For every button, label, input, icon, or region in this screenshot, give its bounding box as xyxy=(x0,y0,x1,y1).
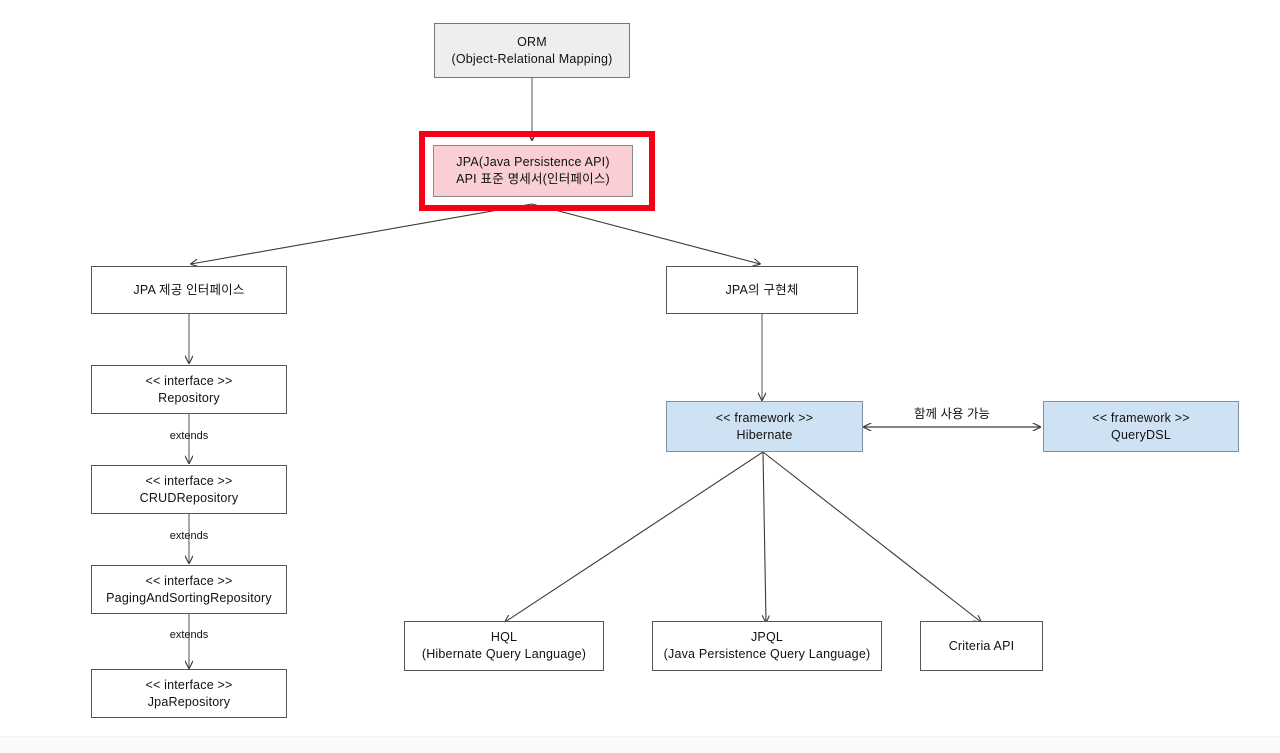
node-criteria-api-label: Criteria API xyxy=(948,638,1015,653)
node-querydsl-name: QueryDSL xyxy=(1111,427,1171,442)
edge-jpa-to-impl xyxy=(531,203,760,264)
edge-jpa-to-interfaces xyxy=(191,203,533,264)
node-jpa-implementation[interactable]: JPA의 구현체 xyxy=(666,266,858,314)
edge-label-hibernate-querydsl: 함께 사용 가능 xyxy=(914,407,990,421)
node-jpa-implementation-label: JPA의 구현체 xyxy=(725,282,799,297)
node-hibernate-name: Hibernate xyxy=(736,427,793,442)
edge-hibernate-to-hql xyxy=(505,451,764,622)
node-hql[interactable]: HQL (Hibernate Query Language) xyxy=(404,621,604,671)
node-repository-stereotype: << interface >> xyxy=(145,373,233,388)
node-hibernate-stereotype: << framework >> xyxy=(715,410,814,425)
node-paging-and-sorting-repository[interactable]: << interface >> PagingAndSortingReposito… xyxy=(91,565,287,614)
node-jpa-repository[interactable]: << interface >> JpaRepository xyxy=(91,669,287,718)
node-paging-and-sorting-repository-name: PagingAndSortingRepository xyxy=(106,590,272,605)
node-orm-line2: (Object-Relational Mapping) xyxy=(451,51,613,66)
jpa-highlight-rectangle xyxy=(419,131,655,211)
node-jpa-provided-interfaces-label: JPA 제공 인터페이스 xyxy=(133,282,245,297)
node-jpa-line1: JPA(Java Persistence API) xyxy=(456,155,610,169)
node-jpa-line2: API 표준 명세서(인터페이스) xyxy=(456,172,610,186)
node-jpql-subtitle: (Java Persistence Query Language) xyxy=(663,647,871,661)
node-jpql-title: JPQL xyxy=(750,630,784,644)
edge-label-extends-1: extends xyxy=(169,430,209,442)
node-repository-name: Repository xyxy=(158,390,220,405)
node-crud-repository[interactable]: << interface >> CRUDRepository xyxy=(91,465,287,514)
node-jpa[interactable]: JPA(Java Persistence API) API 표준 명세서(인터페… xyxy=(433,145,633,197)
node-crud-repository-stereotype: << interface >> xyxy=(145,473,233,488)
node-querydsl[interactable]: << framework >> QueryDSL xyxy=(1043,401,1239,452)
node-criteria-api[interactable]: Criteria API xyxy=(920,621,1043,671)
node-jpa-repository-name: JpaRepository xyxy=(147,694,231,709)
node-querydsl-stereotype: << framework >> xyxy=(1092,410,1190,425)
node-hql-subtitle: (Hibernate Query Language) xyxy=(421,647,587,661)
node-repository[interactable]: << interface >> Repository xyxy=(91,365,287,414)
edge-label-extends-2: extends xyxy=(169,530,209,542)
node-jpql[interactable]: JPQL (Java Persistence Query Language) xyxy=(652,621,882,671)
node-hibernate[interactable]: << framework >> Hibernate xyxy=(666,401,863,452)
edge-label-extends-3: extends xyxy=(169,629,209,641)
node-hql-title: HQL xyxy=(490,630,518,644)
node-orm[interactable]: ORM (Object-Relational Mapping) xyxy=(434,23,630,78)
bottom-band xyxy=(0,736,1280,753)
node-paging-and-sorting-repository-stereotype: << interface >> xyxy=(145,573,233,588)
edge-hibernate-to-criteria xyxy=(762,451,981,622)
edge-hibernate-to-jpql xyxy=(763,451,766,622)
node-crud-repository-name: CRUDRepository xyxy=(139,490,239,505)
node-orm-line1: ORM xyxy=(517,34,547,49)
node-jpa-repository-stereotype: << interface >> xyxy=(145,677,233,692)
node-jpa-provided-interfaces[interactable]: JPA 제공 인터페이스 xyxy=(91,266,287,314)
